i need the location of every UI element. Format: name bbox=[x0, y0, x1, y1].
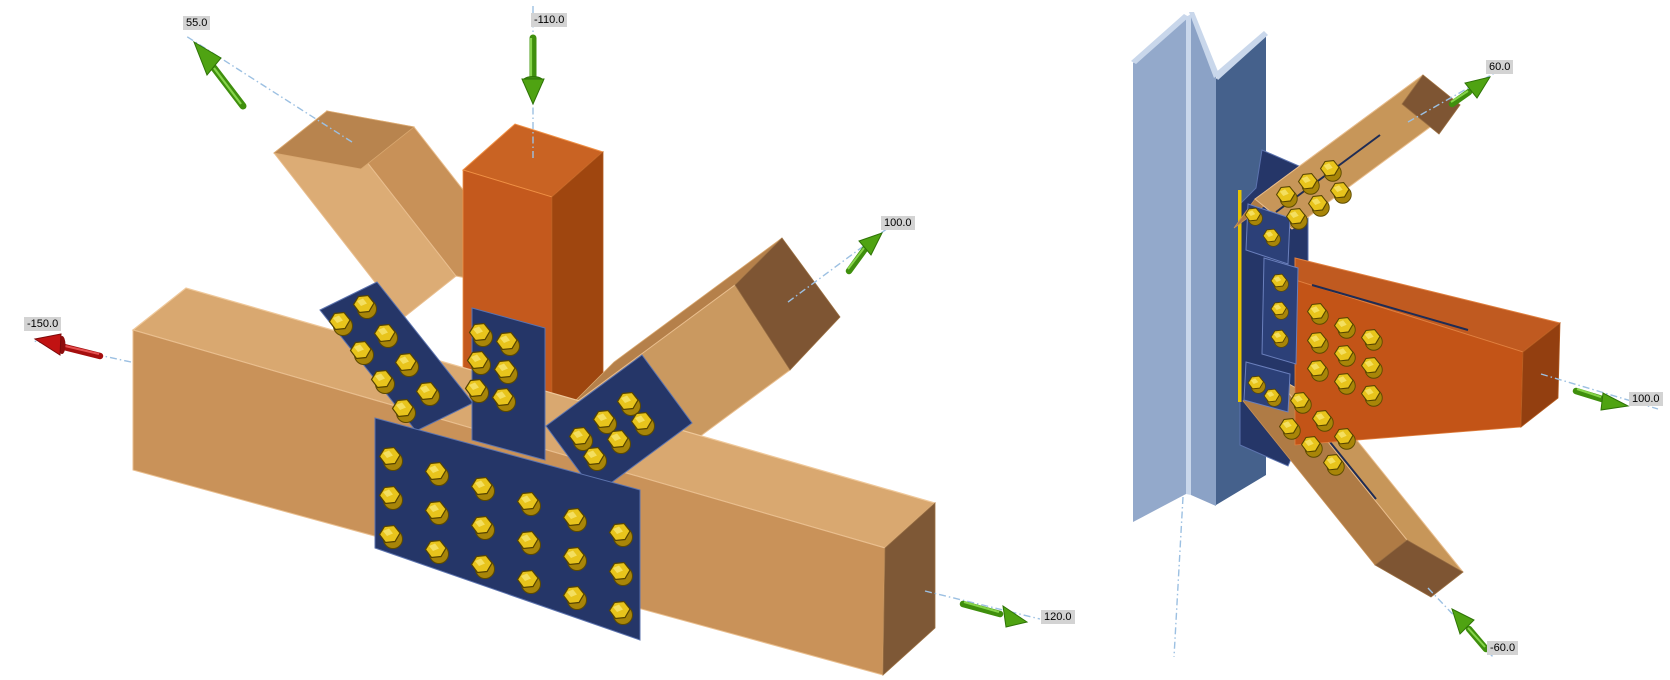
arrow-force-minus-150[interactable] bbox=[33, 333, 104, 360]
force-label-100-left[interactable]: 100.0 bbox=[881, 216, 915, 230]
arrow-force-minus-60[interactable] bbox=[1451, 608, 1490, 653]
force-label-minus-150[interactable]: -150.0 bbox=[24, 317, 62, 331]
force-arrows bbox=[33, 34, 1630, 653]
force-label-100-right[interactable]: 100.0 bbox=[1629, 392, 1663, 406]
force-label-55[interactable]: 55.0 bbox=[183, 16, 211, 30]
force-label-minus-60[interactable]: -60.0 bbox=[1487, 641, 1519, 655]
member-diagonal-upper-left[interactable] bbox=[273, 110, 545, 319]
axis-120 bbox=[924, 590, 1041, 620]
member-face-end bbox=[1401, 74, 1461, 135]
member-face-end bbox=[734, 237, 841, 371]
arrow-force-55[interactable] bbox=[193, 40, 247, 110]
arrow-force-100-left[interactable] bbox=[845, 232, 883, 275]
force-label-120[interactable]: 120.0 bbox=[1041, 610, 1075, 624]
column-flange-left-bevel bbox=[1131, 14, 1189, 64]
column-web-edge bbox=[1186, 14, 1191, 495]
member-middle-orange[interactable] bbox=[1294, 257, 1562, 446]
member-face-end bbox=[1374, 539, 1464, 598]
force-label-60[interactable]: 60.0 bbox=[1486, 60, 1514, 74]
arrow-force-minus-110[interactable] bbox=[521, 34, 545, 106]
column-web-top-bevel bbox=[1189, 12, 1219, 78]
arrow-force-60[interactable] bbox=[1448, 76, 1492, 108]
member-diagonal-upper[interactable] bbox=[1233, 74, 1461, 230]
chord-face-end bbox=[882, 502, 936, 676]
left-connection bbox=[131, 110, 937, 676]
slot-line bbox=[1311, 284, 1469, 331]
column-web-face bbox=[1191, 14, 1216, 506]
arrow-force-120[interactable] bbox=[959, 600, 1029, 628]
right-connection bbox=[1131, 12, 1562, 598]
axis-column bbox=[1173, 496, 1184, 658]
member-face-end bbox=[1520, 322, 1561, 428]
weld-line bbox=[1238, 190, 1242, 402]
member-face-end bbox=[273, 110, 415, 170]
column-flange-left-face bbox=[1133, 17, 1186, 522]
column-flange-right-bevel bbox=[1214, 31, 1268, 80]
force-label-minus-110[interactable]: -110.0 bbox=[531, 13, 568, 27]
arrow-force-100-right[interactable] bbox=[1572, 387, 1630, 411]
